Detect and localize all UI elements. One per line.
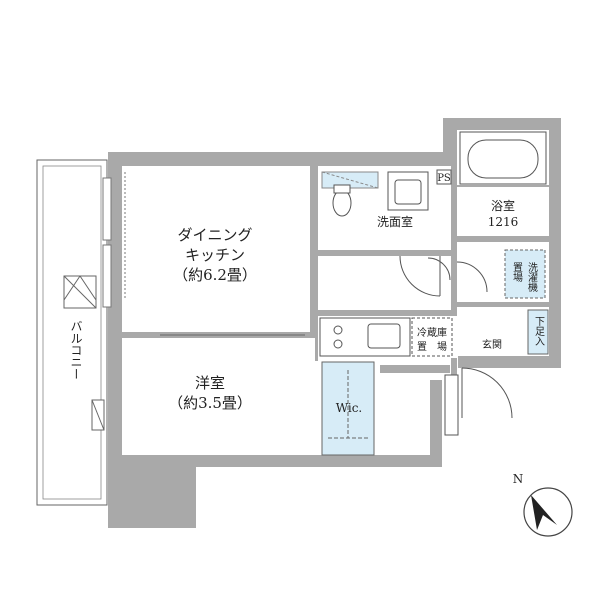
shoe-storage-label: 下足入 [533,316,545,346]
door-swings [399,255,488,297]
balcony-label: バルコニー [69,320,83,380]
entrance [444,307,549,436]
compass-arrow-icon [531,495,557,530]
dining-label-2: キッチン [185,246,245,264]
washer-label: 洗濯機 [526,262,538,293]
western-room-size: （約3.5畳） [168,394,252,412]
compass: N [513,472,573,537]
balcony [36,159,108,506]
compass-circle [523,487,573,537]
ps-label: PS [437,173,451,184]
washroom-label: 洗面室 [377,214,413,229]
bath-size: 1216 [488,215,519,229]
washroom [318,166,452,250]
dining-label: ダイニング [177,226,252,244]
bath-label: 浴室 [491,198,515,213]
walk-in-closet [321,361,375,456]
dining-size: （約6.2畳） [173,266,257,284]
bathroom [457,130,549,236]
window [102,172,126,308]
fridge-space-label: 置 場 [417,340,447,353]
washer-space-label: 置場 [511,262,523,283]
kitchen-counter [318,316,458,358]
north-label: N [513,472,524,486]
washer-space [457,242,549,302]
fridge-label: 冷蔵庫 [417,326,447,339]
western-room-label: 洋室 [195,374,225,392]
entrance-label: 玄関 [482,338,502,351]
wic-label: Wic. [336,401,363,415]
